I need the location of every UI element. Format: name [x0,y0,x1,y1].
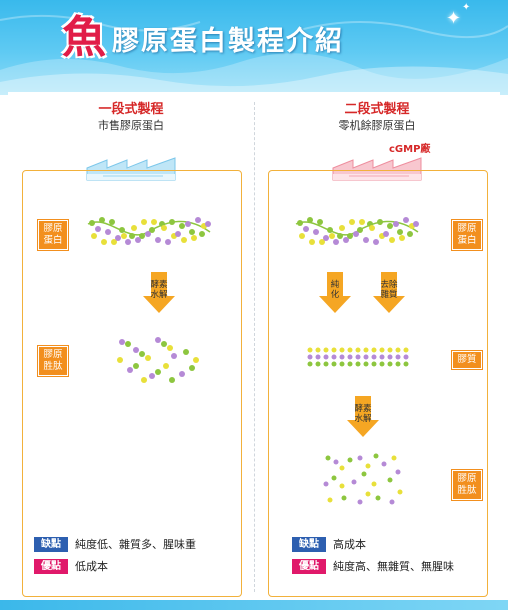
merit-text: 低成本 [75,560,108,573]
title-text: 膠原蛋白製程介紹 [112,25,344,57]
one-stage-process: 一段式製程 市售膠原蛋白 膠原蛋白 酵素水解 [8,92,254,604]
merit-note-right: 優點 純度高、無雜質、無腥味 [292,558,454,574]
wave-background [0,14,508,95]
merit-badge: 優點 [34,558,68,574]
defect-note-right: 缺點 高成本 [292,536,366,552]
fish-logo-char: 魚 [62,12,106,63]
process-comparison: 一段式製程 市售膠原蛋白 膠原蛋白 酵素水解 [8,92,500,604]
one-stage-frame [22,170,242,597]
one-stage-subtitle: 市售膠原蛋白 [98,119,164,132]
collagen-triple-helix-right [295,217,419,245]
arrow-down-icon [373,272,405,313]
gelatin-strands [307,347,409,367]
column-divider [254,102,255,592]
arrow-down-icon [319,272,351,313]
arrow-hydrolysis-right: 酵素水解 [346,396,380,442]
arrow-remove-impurities: 去除雜質 [372,272,406,318]
collagen-triple-helix [87,217,211,245]
cgmp-label: cGMP廠 [389,144,431,155]
two-stage-process: 二段式製程 零机餘膠原蛋白 cGMP廠 膠原蛋白 純化 [254,92,500,604]
tag-gelatin: 膠質 [452,351,482,369]
page-title: 魚 膠原蛋白製程介紹 [62,8,344,68]
one-stage-title: 一段式製程 [98,102,164,117]
peptide-fragments-right [323,453,403,505]
tag-peptide-right: 膠原胜肽 [452,470,482,500]
arrow-purify: 純化 [318,272,352,318]
sparkle-small-icon: ✦ [462,2,471,13]
peptide-fragments [117,337,199,383]
merit-note: 優點 低成本 [34,558,108,574]
defect-badge: 缺點 [34,536,68,552]
factory-pink-icon [332,157,422,181]
tag-peptide: 膠原胜肽 [38,346,68,376]
merit-text-right: 純度高、無雜質、無腥味 [333,560,454,573]
defect-text-right: 高成本 [333,538,366,551]
defect-note: 缺點 純度低、雜質多、腥味重 [34,536,196,552]
tag-collagen-right: 膠原蛋白 [452,220,482,250]
sparkle-icon: ✦ [446,8,462,29]
bottom-wave-bar [0,600,508,610]
tag-collagen: 膠原蛋白 [38,220,68,250]
two-stage-subtitle: 零机餘膠原蛋白 [338,119,416,132]
header-banner: 魚 膠原蛋白製程介紹 ✦ ✦ [0,0,508,95]
arrow-down-icon [347,396,379,437]
two-stage-title: 二段式製程 [344,102,410,117]
factory-blue-icon [86,157,176,181]
merit-badge-right: 優點 [292,558,326,574]
two-stage-frame [268,170,488,597]
defect-text: 純度低、雜質多、腥味重 [75,538,196,551]
arrow-hydrolysis: 酵素水解 [142,272,176,318]
arrow-down-icon [143,272,175,313]
defect-badge-right: 缺點 [292,536,326,552]
